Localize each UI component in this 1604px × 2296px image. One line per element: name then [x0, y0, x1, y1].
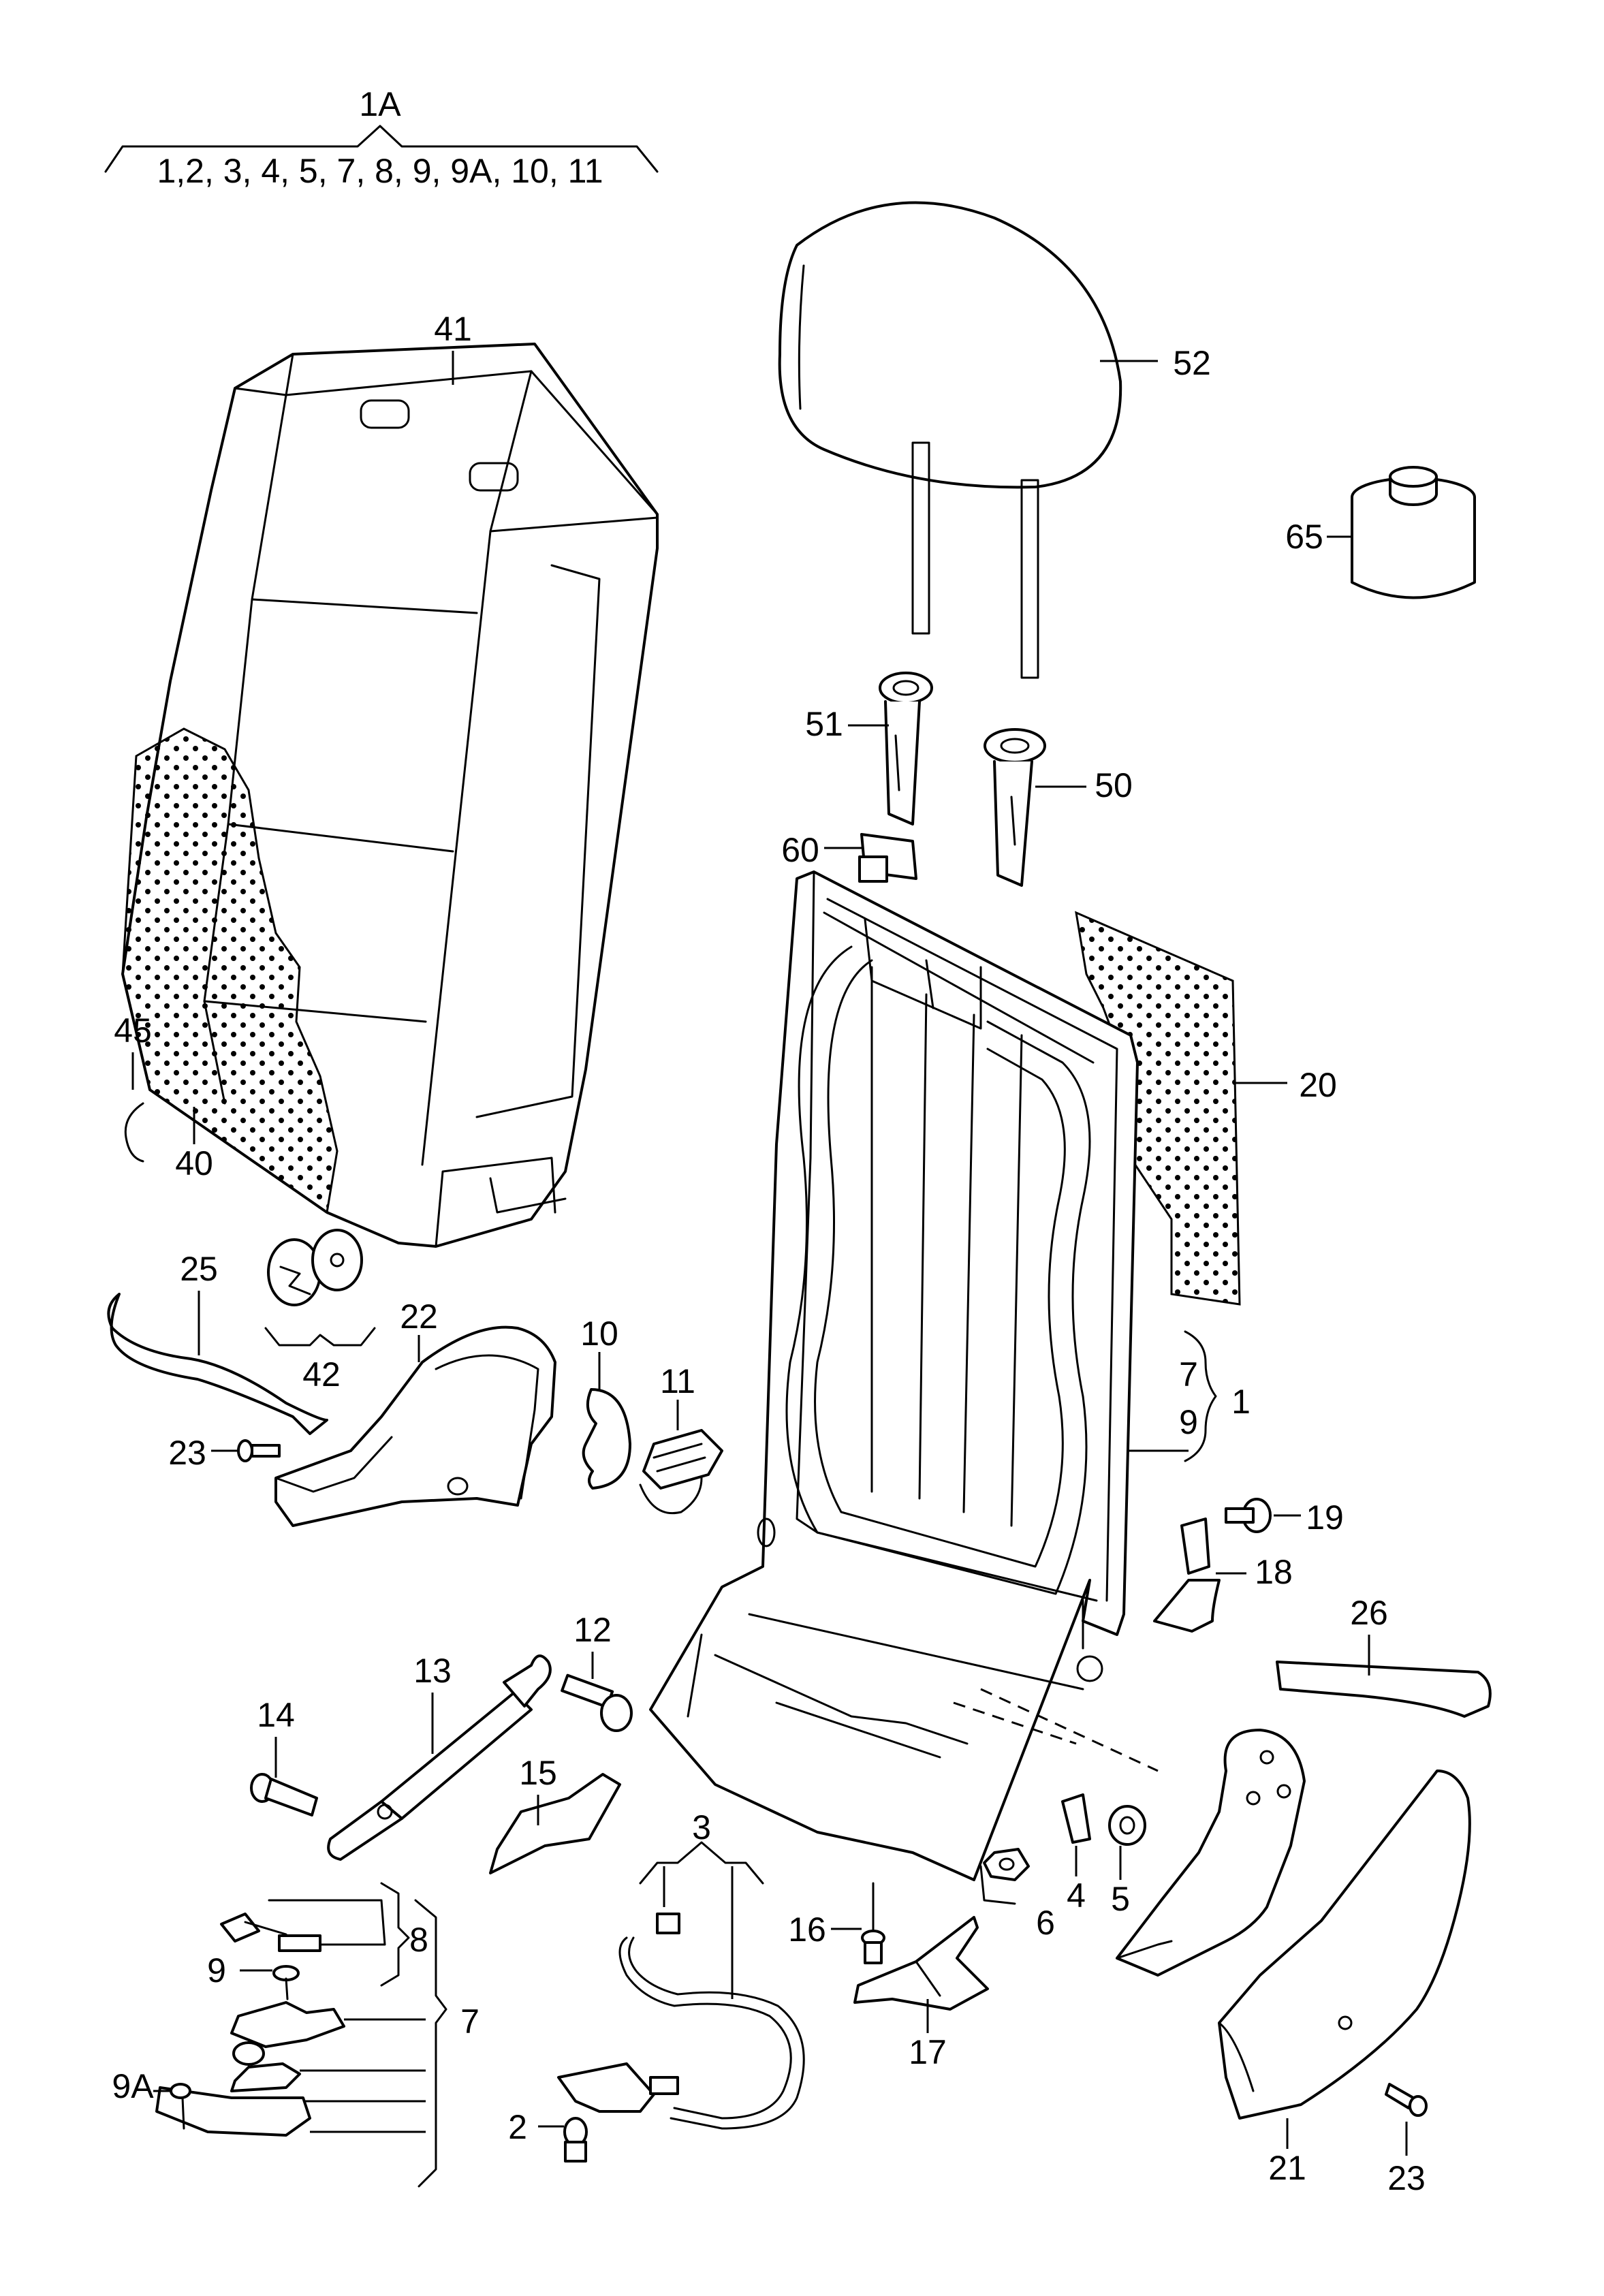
part-23-screw-right: 23 — [1385, 2083, 1428, 2197]
part-16-rivet: 16 — [788, 1882, 885, 1964]
part-22-side-trim: 22 — [274, 1298, 556, 1527]
callout-9-frame: 9 — [1179, 1403, 1198, 1441]
callout-50: 50 — [1095, 766, 1133, 804]
part-23-screw-left: 23 — [168, 1434, 281, 1472]
callout-4: 4 — [1067, 1876, 1086, 1915]
part-10-cover: 10 — [580, 1315, 631, 1490]
callout-9-lock: 9 — [207, 1951, 226, 1990]
callout-1: 1 — [1231, 1383, 1251, 1421]
part-65-can: 65 — [1285, 466, 1476, 599]
callout-11: 11 — [660, 1362, 695, 1400]
part-18-bracket: 18 — [1153, 1517, 1293, 1633]
callout-51: 51 — [805, 705, 843, 743]
group-header: 1A 1,2, 3, 4, 5, 7, 8, 9, 9A, 10, 11 — [104, 85, 659, 190]
part-4-clip: 4 — [1061, 1793, 1091, 1915]
callout-2: 2 — [508, 2108, 527, 2146]
part-6-nut: 6 — [979, 1848, 1055, 1942]
callout-group-1: 7 9 1 — [1127, 1330, 1251, 1462]
part-12-bolt: 12 — [561, 1611, 633, 1732]
callout-17: 17 — [909, 2033, 947, 2071]
part-13-gas-strut: 13 — [327, 1652, 552, 1861]
callout-13: 13 — [413, 1652, 452, 1690]
callout-42: 42 — [302, 1355, 341, 1394]
part-15-bracket: 15 — [489, 1754, 621, 1874]
callout-16: 16 — [788, 1910, 826, 1949]
callout-45: 45 — [114, 1011, 152, 1050]
callout-22: 22 — [400, 1298, 438, 1336]
callout-7-frame: 7 — [1179, 1355, 1198, 1394]
callout-10: 10 — [580, 1315, 618, 1353]
callout-25: 25 — [180, 1250, 218, 1288]
callout-52: 52 — [1173, 344, 1211, 382]
part-2-bolt: 2 — [508, 2108, 588, 2163]
part-25-strap: 25 — [107, 1250, 328, 1435]
part-7-lock-assembly: 8 9 9A 7 — [112, 1882, 479, 2188]
group-header-brace — [104, 125, 659, 173]
callout-41: 41 — [434, 310, 472, 348]
group-header-title: 1A — [359, 85, 401, 123]
callout-19: 19 — [1306, 1498, 1344, 1537]
callout-23-right: 23 — [1387, 2159, 1426, 2197]
part-51-guide-sleeve: 51 — [805, 672, 933, 825]
part-26-strap: 26 — [1276, 1594, 1492, 1718]
part-14-bolt: 14 — [250, 1696, 318, 1817]
callout-6: 6 — [1036, 1904, 1055, 1942]
callout-9A: 9A — [112, 2067, 154, 2105]
callout-18: 18 — [1255, 1553, 1293, 1591]
callout-5: 5 — [1111, 1880, 1130, 1918]
callout-15: 15 — [519, 1754, 557, 1792]
part-17-bracket: 17 — [853, 1916, 989, 2071]
part-11-handle: 11 — [639, 1362, 723, 1515]
part-60-clip: 60 — [781, 831, 917, 883]
callout-8: 8 — [409, 1921, 428, 1959]
callout-40: 40 — [175, 1144, 213, 1182]
callout-14: 14 — [257, 1696, 295, 1734]
part-45-clip: 45 40 — [114, 1011, 213, 1182]
callout-7-lock: 7 — [460, 2002, 479, 2041]
part-3-cable: 3 — [557, 1808, 805, 2130]
part-20-pad: 20 — [1075, 911, 1337, 1306]
group-header-members: 1,2, 3, 4, 5, 7, 8, 9, 9A, 10, 11 — [157, 152, 603, 190]
callout-60: 60 — [781, 831, 819, 869]
part-1-seat-frame — [649, 870, 1159, 1881]
part-50-guide-sleeve: 50 — [984, 728, 1133, 887]
callout-21: 21 — [1268, 2149, 1306, 2187]
callout-3: 3 — [692, 1808, 711, 1846]
part-19-screw: 19 — [1225, 1498, 1344, 1537]
callout-20: 20 — [1299, 1066, 1337, 1104]
callout-23-left: 23 — [168, 1434, 206, 1472]
part-41-backrest-cover: 41 — [121, 310, 659, 1248]
part-21-side-trim: 21 — [1218, 1770, 1471, 2187]
callout-65: 65 — [1285, 518, 1323, 556]
callout-12: 12 — [573, 1611, 612, 1649]
callout-26: 26 — [1350, 1594, 1388, 1632]
part-52-headrest: 52 — [778, 201, 1211, 679]
part-hinge-bracket — [1116, 1729, 1306, 1977]
part-42-grommets: 42 — [264, 1229, 376, 1394]
part-5-bushing: 5 — [1108, 1805, 1146, 1918]
